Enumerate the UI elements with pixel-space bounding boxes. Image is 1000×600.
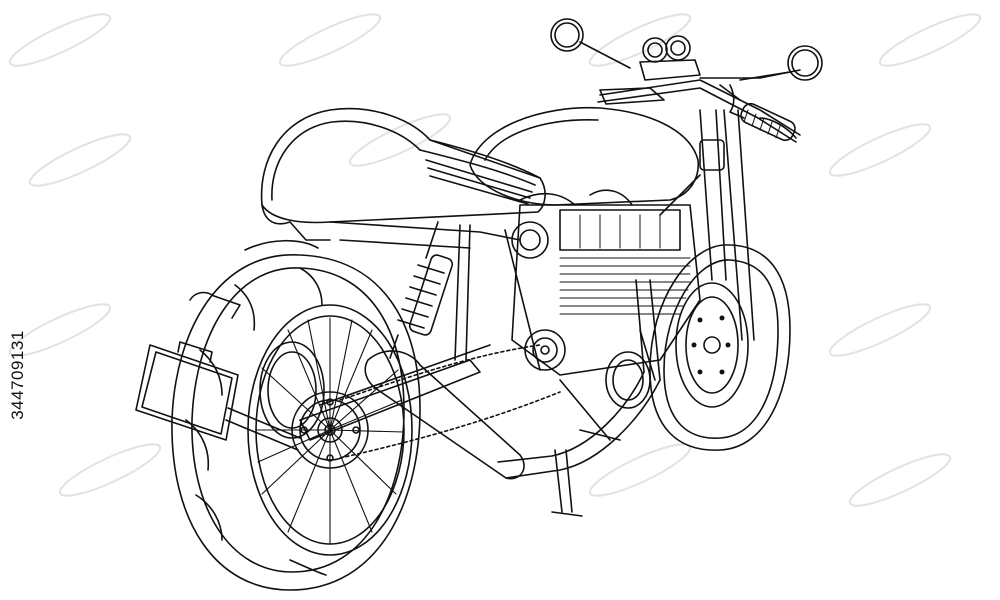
front-wheel	[649, 244, 791, 451]
license-plate	[135, 341, 301, 451]
handlebars	[597, 69, 801, 143]
left-mirror	[550, 18, 631, 69]
right-mirror	[739, 45, 823, 81]
drive-chain	[339, 344, 561, 459]
rear-wheel	[171, 254, 421, 591]
rear-fender	[189, 239, 319, 319]
swingarm	[299, 344, 491, 441]
front-forks	[699, 109, 755, 341]
gauge-cluster	[639, 35, 701, 81]
rear-shock	[389, 221, 454, 359]
stock-id-text: 344709131	[8, 330, 27, 420]
engine	[511, 189, 701, 441]
exhaust-pipe	[364, 279, 661, 480]
fuel-tank	[469, 87, 699, 206]
kickstand	[551, 449, 583, 517]
cafe-racer-seat	[260, 107, 546, 241]
stock-id-label: 344709131	[6, 300, 30, 450]
